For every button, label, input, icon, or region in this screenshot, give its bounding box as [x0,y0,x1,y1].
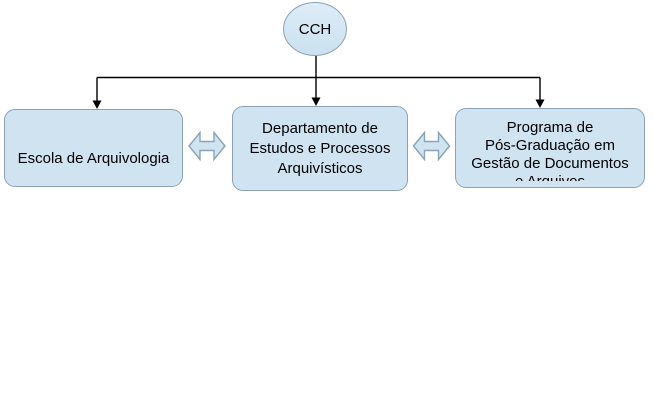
node-label-line: Programa de [506,119,594,136]
node-programa-pos-graduacao: Programa de Pós-Graduação em Gestão de D… [455,108,645,188]
node-label-line: Gestão de Documentos [471,155,629,172]
down-arrowhead-right [535,99,545,108]
node-label-line: Arquivísticos [277,160,363,177]
double-arrow-icon-left [188,130,226,162]
root-node-label: CCH [298,20,332,38]
node-label-line: Pós-Graduação em [484,137,616,154]
node-label-line: Estudos e Processos [249,140,391,157]
node-label-line: Escola de Arquivologia [17,150,170,167]
node-departamento-estudos-processos-arquivisticos: Departamento de Estudos e Processos Arqu… [232,106,408,191]
connector-elbow [96,56,541,101]
node-label-line: Departamento de [262,120,378,137]
down-arrowhead-center [311,97,321,106]
root-node-cch: CCH [283,2,347,56]
down-arrowhead-left [92,100,102,109]
double-arrow-icon-right [412,130,451,162]
node-escola-de-arquivologia: Escola de Arquivologia [4,109,183,187]
node-text-clip: Programa de Pós-Graduação em Gestão de D… [459,119,641,181]
node-label-line-clipped: e Arquivos [459,173,641,181]
